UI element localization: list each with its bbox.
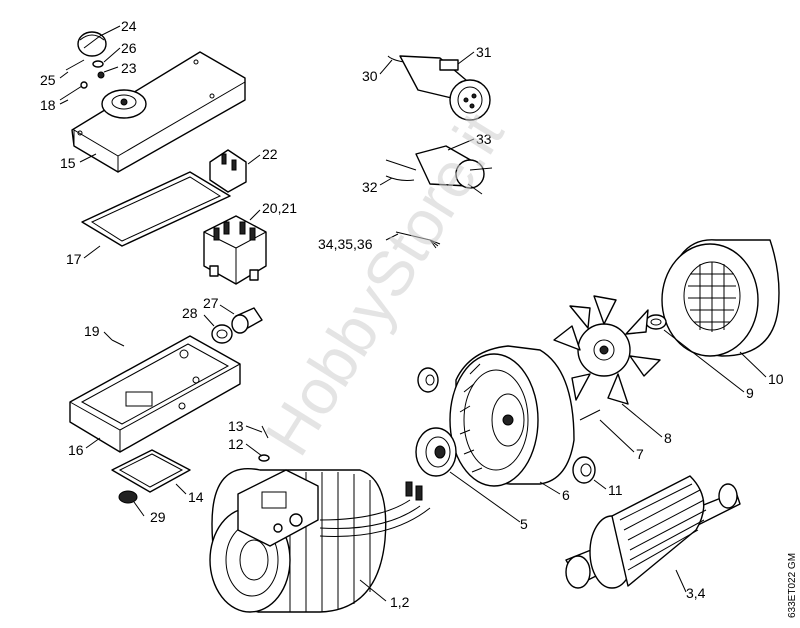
label-18: 18 <box>40 97 56 113</box>
label-28: 28 <box>182 305 198 321</box>
label-25: 25 <box>40 72 56 88</box>
clamp-9 <box>645 314 667 330</box>
bearing-part <box>415 427 457 477</box>
label-15: 15 <box>60 155 76 171</box>
terminal-box-part <box>69 335 241 453</box>
cable-part <box>395 231 441 249</box>
label-16: 16 <box>68 442 84 458</box>
rotor-part <box>565 475 741 589</box>
sleeve-part <box>417 367 439 393</box>
plug-31-part <box>387 55 491 121</box>
label-22: 22 <box>262 146 278 162</box>
label-8: 8 <box>664 430 672 446</box>
stator-housing-part <box>209 468 431 613</box>
label-7: 7 <box>636 446 644 462</box>
label-9: 9 <box>746 385 754 401</box>
label-13: 13 <box>228 418 244 434</box>
label-19: 19 <box>84 323 100 339</box>
label-24: 24 <box>121 18 137 34</box>
drawing-code: 633ET022 GM <box>787 553 798 618</box>
label-29: 29 <box>150 509 166 525</box>
label-3-4: 3,4 <box>686 585 706 601</box>
cable-gland-part <box>211 307 263 344</box>
seal-part <box>111 449 191 493</box>
label-1-2: 1,2 <box>390 594 410 610</box>
plug-33-part <box>385 145 493 195</box>
label-34-35-36: 34,35,36 <box>318 236 373 252</box>
end-shield-part <box>449 345 575 487</box>
label-33: 33 <box>476 131 492 147</box>
bushing-11-part <box>572 456 596 484</box>
contactor-part <box>203 215 267 285</box>
bolt-7 <box>579 409 601 421</box>
label-14: 14 <box>188 489 204 505</box>
label-11: 11 <box>608 482 623 498</box>
cover-part <box>71 51 246 173</box>
gasket-part <box>81 171 231 247</box>
callout-labels: 24 26 25 23 18 15 22 20,21 17 27 28 19 1… <box>40 18 784 610</box>
label-26: 26 <box>121 40 137 56</box>
leader-lines <box>59 25 767 602</box>
label-27: 27 <box>203 295 219 311</box>
fan-part <box>553 295 661 405</box>
label-23: 23 <box>121 60 137 76</box>
label-10: 10 <box>768 371 784 387</box>
label-17: 17 <box>66 251 82 267</box>
screw-washer <box>258 425 270 462</box>
switch-part <box>209 149 247 193</box>
label-5: 5 <box>520 516 528 532</box>
knob-part <box>77 31 107 57</box>
label-20-21: 20,21 <box>262 200 297 216</box>
small-screws <box>59 59 105 101</box>
label-6: 6 <box>562 487 570 503</box>
label-32: 32 <box>362 179 378 195</box>
fan-cover-part <box>661 239 780 357</box>
plug-29 <box>118 490 138 504</box>
label-31: 31 <box>476 44 492 60</box>
label-30: 30 <box>362 68 378 84</box>
label-12: 12 <box>228 436 244 452</box>
screw-19 <box>111 339 125 347</box>
